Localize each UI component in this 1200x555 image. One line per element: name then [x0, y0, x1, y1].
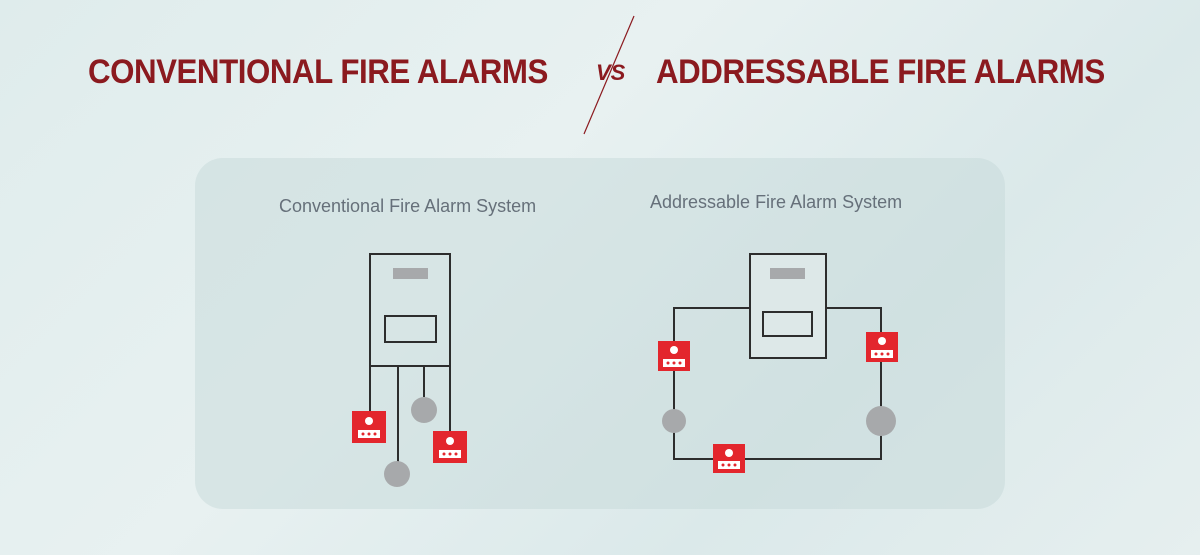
conventional-control-panel — [369, 253, 451, 367]
vs-label: VS — [596, 60, 626, 85]
smoke-detector-icon — [411, 397, 437, 423]
panel-display-icon — [393, 268, 428, 279]
smoke-detector-icon — [662, 409, 686, 433]
addressable-diagram — [658, 253, 898, 473]
panel-display-icon — [770, 268, 805, 279]
manual-call-point-icon — [713, 444, 745, 473]
manual-call-point-icon — [866, 332, 898, 362]
addressable-system-label: Addressable Fire Alarm System — [650, 192, 903, 212]
manual-call-point-icon — [433, 431, 467, 463]
vs-divider-line — [583, 15, 635, 135]
addressable-title: ADDRESSABLE FIRE ALARMS — [656, 53, 1105, 91]
panel-screen-icon — [762, 311, 813, 337]
addressable-loop-wire — [673, 307, 882, 460]
conventional-diagram — [352, 253, 467, 487]
conventional-system-label: Conventional Fire Alarm System — [279, 196, 537, 216]
conventional-title: CONVENTIONAL FIRE ALARMS — [88, 53, 548, 91]
manual-call-point-icon — [352, 411, 386, 443]
smoke-detector-icon — [866, 406, 896, 436]
manual-call-point-icon — [658, 341, 690, 371]
panel-screen-icon — [384, 315, 437, 343]
smoke-detector-icon — [384, 461, 410, 487]
